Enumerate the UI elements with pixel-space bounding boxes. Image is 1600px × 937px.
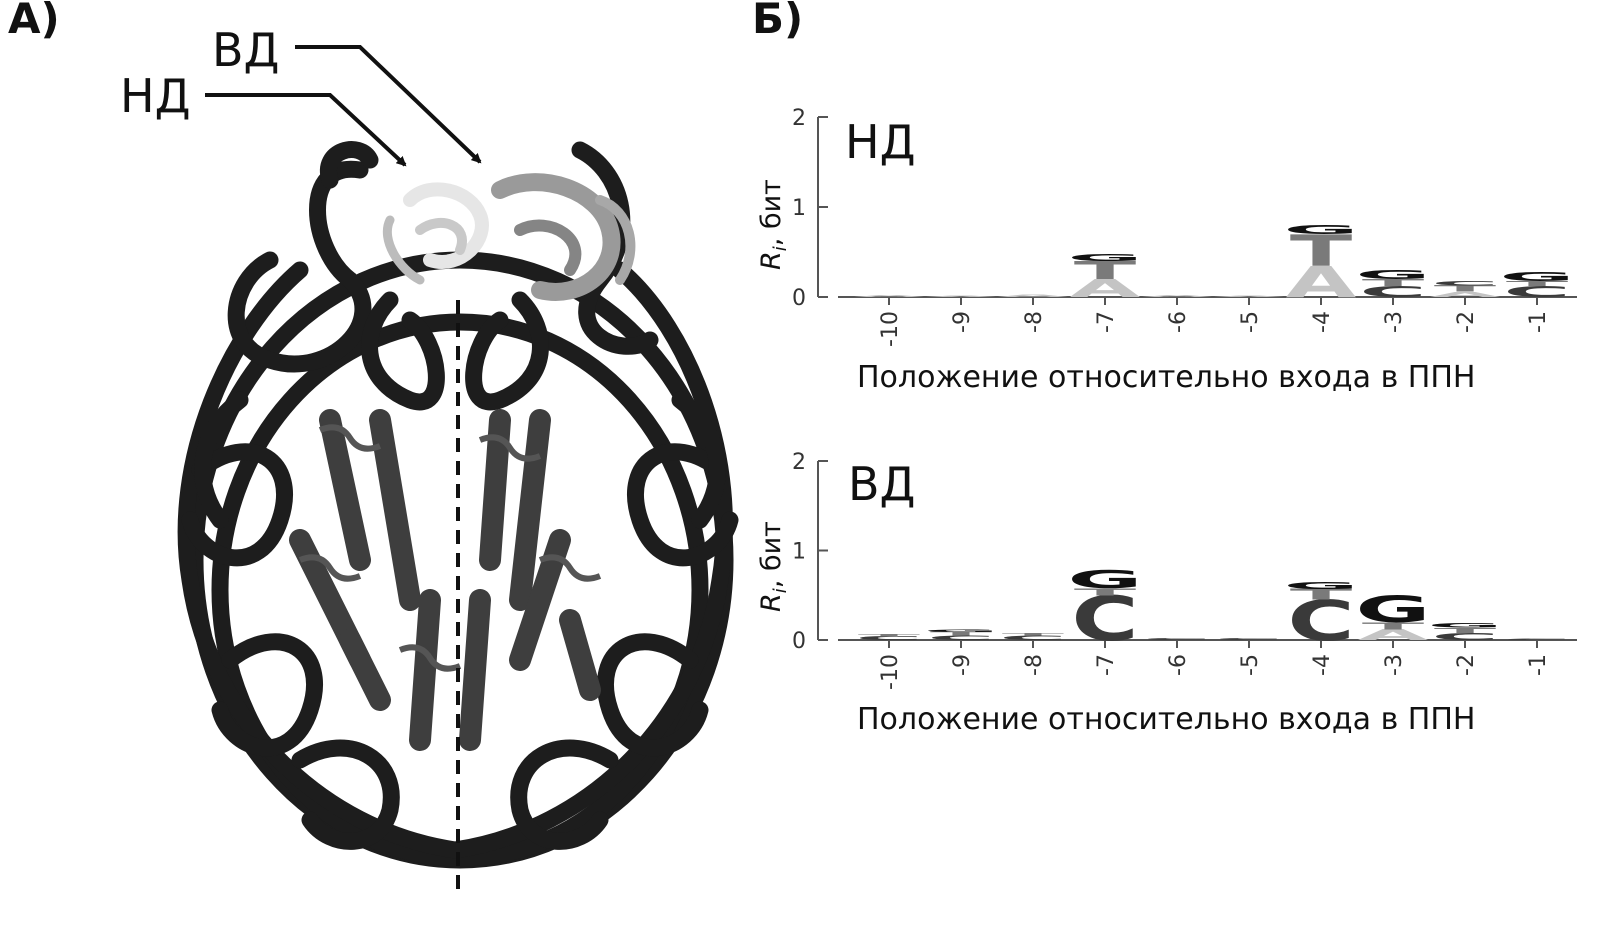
x-tick-label: -5 [1238,654,1263,676]
logo-letter-A: A [1430,290,1501,299]
logo-letter-A: A [1070,274,1141,303]
logo-letter-C: C [1503,639,1570,641]
logo-letter-A: A [998,294,1069,298]
logo-letter-T: T [1506,279,1568,288]
logo-letter-C: C [1431,280,1498,287]
logo-letter-G: G [1427,622,1502,629]
plot-title: ВД [848,457,916,511]
vd-domain [491,173,636,301]
x-tick-label: -6 [1166,654,1191,676]
logo-letter-C: C [1287,589,1354,653]
logo-letter-C: C [1431,631,1498,642]
panel-b-label: Б) [752,0,804,43]
y-tick-label: 1 [792,196,806,221]
y-axis-label: Ri, бит [756,521,791,612]
x-tick-label: -5 [1238,311,1263,333]
logo-letter-T: T [930,631,992,637]
callout-nd: НД [120,69,407,167]
logo-letter-A: A [854,295,925,298]
x-tick-label: -3 [1382,654,1407,676]
logo-letter-G: G [1355,268,1430,282]
plot-title: НД [845,115,916,169]
x-tick-label: -7 [1094,654,1119,676]
svg-text:Ri, бит: Ri, бит [756,521,791,612]
x-tick-label: -9 [950,311,975,333]
logo-letter-C: C [855,636,922,642]
logo-letter-T: T [1434,626,1496,635]
logo-letter-T: T [1434,284,1496,294]
logo-letter-A: A [926,296,997,298]
x-tick-label: -10 [878,311,903,347]
logo-letter-T: T [1362,277,1424,288]
logo-letter-T: T [1074,256,1137,285]
x-tick-label: -10 [878,654,903,690]
logo-letter-G: G [1067,252,1142,263]
logo-letter-C: C [1071,584,1138,655]
x-tick-label: -1 [1526,311,1551,333]
x-tick-label: -8 [1022,654,1047,676]
x-tick-label: -2 [1454,311,1479,333]
logo-letter-T: T [858,633,920,637]
logo-letter-G: G [1067,565,1142,594]
logo-letter-A: A [1142,295,1213,298]
y-ticks: 0 1 2 [792,106,828,311]
logo-letter-G: G [923,629,998,633]
x-tick-label: -7 [1094,311,1119,333]
y-tick-label: 2 [792,450,806,475]
logo-letter-C: C [927,634,994,641]
y-tick-label: 1 [792,540,806,565]
callout-nd-label: НД [120,69,191,123]
logo-letter-A: A [1286,257,1357,307]
y-axis-label: Ri, бит [756,179,791,270]
logo-letter-G: G [1283,580,1358,591]
logo-letter-G: G [1283,223,1358,237]
x-tick-label: -6 [1166,311,1191,333]
x-ticks: -10 -9 -8 -7 -6 -5 -4 -3 -2 -1 [838,296,1577,347]
y-tick-label: 0 [792,286,806,311]
x-tick-label: -3 [1382,311,1407,333]
logo-letter-T: T [1074,586,1136,597]
x-tick-label: -8 [1022,311,1047,333]
svg-text:Ri, бит: Ri, бит [756,179,791,270]
logo-letter-C: C [1143,638,1210,641]
x-tick-label: -9 [950,654,975,676]
callout-vd-arrow [295,45,482,164]
logo-letter-T: T [1362,620,1424,631]
x-axis-label: Положение относительно входа в ППН [857,360,1475,395]
nucleosome-structure [177,141,739,890]
logo-letter-G: G [1499,269,1574,283]
x-tick-label: -4 [1310,311,1335,333]
y-tick-label: 0 [792,629,806,654]
x-ticks: -10 -9 -8 -7 -6 -5 -4 -3 -2 -1 [838,639,1577,690]
histone-coils [298,424,602,672]
x-tick-label: -2 [1454,654,1479,676]
x-tick-label: -1 [1526,654,1551,676]
x-axis-label: Положение относительно входа в ППН [857,702,1475,737]
panel-a-label: А) [8,0,60,43]
logo-letter-C: C [1215,638,1282,641]
logo-letter-A: A [1214,296,1285,298]
logo-letter-C: C [999,634,1066,641]
logo-letter-T: T [1002,632,1064,636]
callout-vd: ВД [212,23,482,164]
y-tick-label: 2 [792,106,806,131]
logo-letter-A: A [1358,627,1429,644]
nd-domain [382,182,489,285]
y-ticks: 0 1 2 [792,450,828,654]
logo-letter-C: C [1503,283,1570,300]
logo-letter-T: T [1290,586,1353,603]
x-tick-label: -4 [1310,654,1335,676]
logo-letter-C: C [1359,283,1426,300]
logo-letter-T: T [1290,226,1353,276]
callout-nd-arrow [205,93,407,167]
logo-letter-G: G [1355,588,1430,631]
callout-vd-label: ВД [212,23,280,77]
